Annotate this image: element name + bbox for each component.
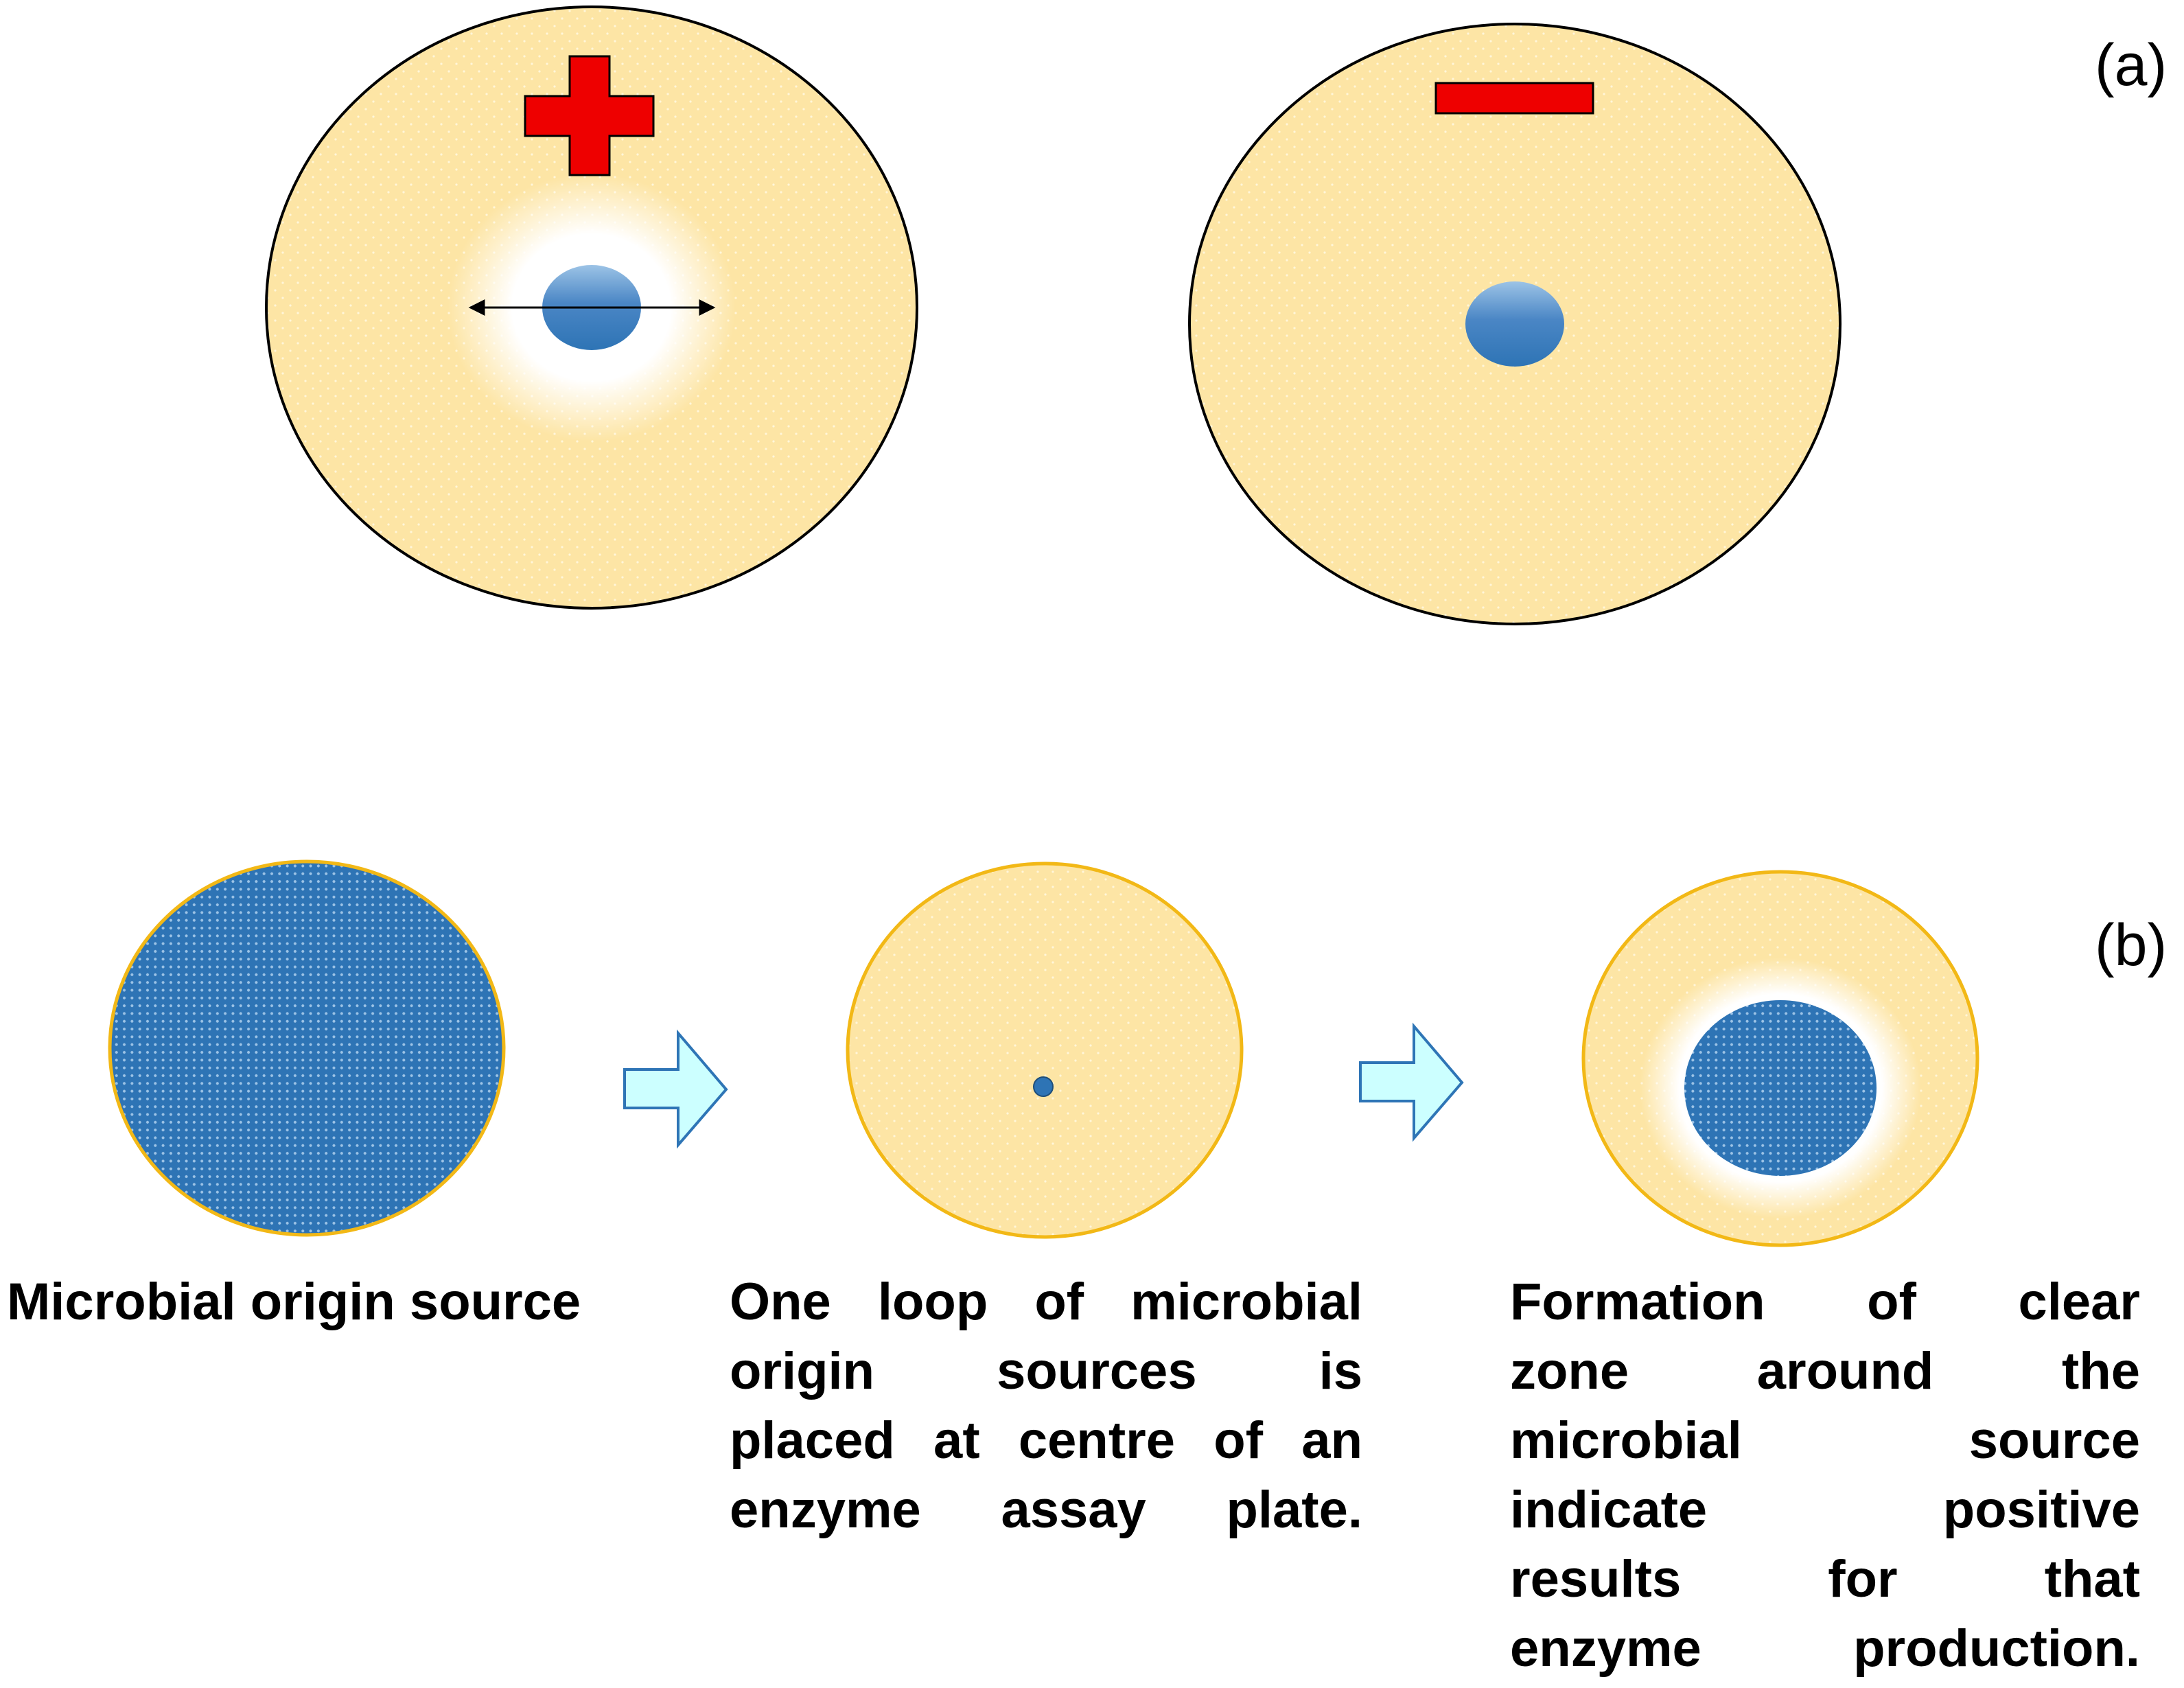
- step-2-caption: One loop of microbial origin sources is …: [730, 1267, 1362, 1545]
- negative-plate: [1188, 23, 1842, 625]
- result-plate-colony: [1684, 1000, 1877, 1176]
- caption-line: zone around the: [1510, 1342, 2140, 1400]
- step-arrow-icon: [1359, 1022, 1464, 1142]
- caption-line: Formation of clear: [1510, 1273, 2140, 1331]
- plus-sign-icon: [524, 55, 655, 176]
- caption-line: indicate positive: [1510, 1481, 2140, 1539]
- inoculated-assay-plate: [846, 862, 1244, 1239]
- caption-line: origin sources is: [730, 1342, 1362, 1400]
- positive-plate: [265, 5, 918, 610]
- caption-line: One loop of microbial: [730, 1273, 1362, 1331]
- step-arrow-icon: [623, 1029, 728, 1149]
- inoculated-plate-agar: [846, 862, 1244, 1239]
- inoculation-spot: [1033, 1076, 1054, 1097]
- caption-line: microbial source: [1510, 1411, 2140, 1470]
- result-assay-plate: [1581, 870, 1979, 1247]
- caption-line: enzyme assay plate.: [730, 1481, 1362, 1539]
- caption-line: enzyme production.: [1510, 1619, 2140, 1678]
- step-3-caption: Formation of clear zone around the micro…: [1510, 1267, 2140, 1683]
- step-1-caption: Microbial origin source: [7, 1267, 666, 1337]
- caption-line: results for that: [1510, 1550, 2140, 1608]
- caption-line: Microbial origin source: [7, 1273, 581, 1331]
- panel-label-a: (a): [2095, 32, 2168, 98]
- minus-sign-icon: [1434, 82, 1594, 115]
- panel-label-b: (b): [2095, 912, 2168, 978]
- negative-plate-colony: [1465, 281, 1564, 367]
- microbial-source-culture: [108, 859, 506, 1237]
- caption-line: placed at centre of an: [730, 1411, 1362, 1470]
